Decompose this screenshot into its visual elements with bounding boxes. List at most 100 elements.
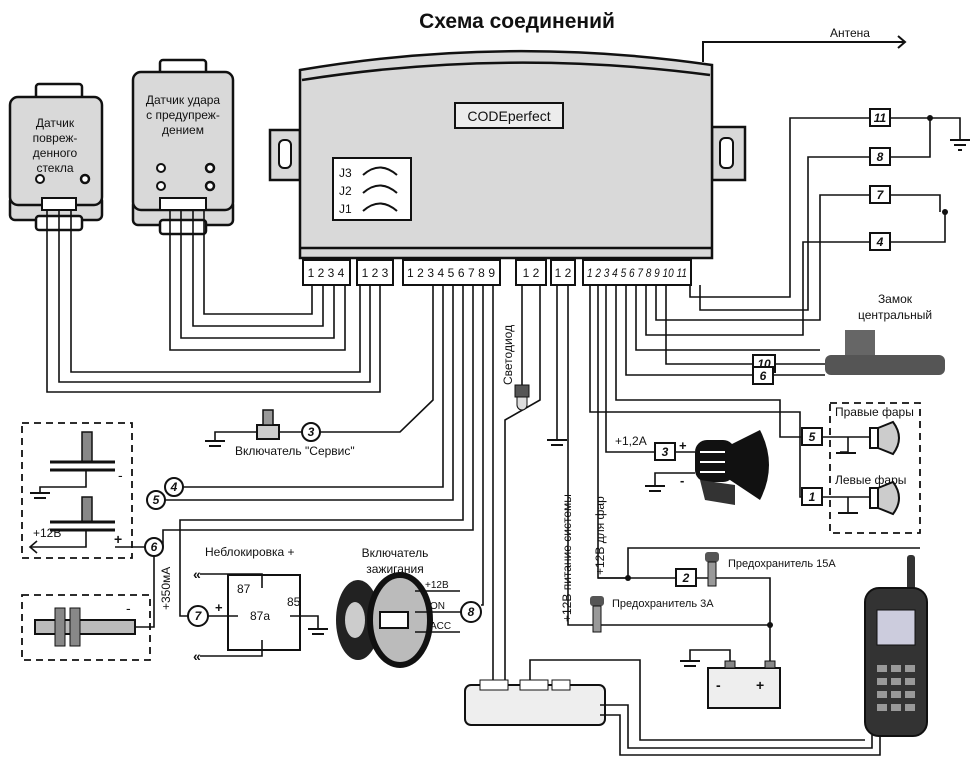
svg-text:дением: дением (162, 123, 204, 137)
diagram-title: Схема соединений (419, 10, 615, 33)
svg-text:+: + (215, 600, 223, 615)
svg-text:1: 1 (809, 490, 816, 504)
svg-text:7: 7 (877, 188, 885, 202)
ignition-switch: Включатель зажигания +12В ON ACC (336, 546, 461, 668)
svg-text:5: 5 (809, 430, 816, 444)
svg-text:Включатель: Включатель (362, 546, 429, 560)
svg-text:Замок: Замок (878, 292, 913, 306)
svg-text:-: - (118, 467, 123, 483)
jumper-j1: J1 (339, 202, 398, 216)
right-headlight-icon (822, 420, 900, 456)
wire-box-2: 2 (675, 568, 697, 587)
svg-text:87a: 87a (250, 609, 270, 623)
right-lights-label: Правые фары (835, 405, 914, 419)
svg-text:стекла: стекла (36, 161, 73, 175)
connector-2-pins: 1 2 3 (362, 266, 389, 280)
svg-text:11: 11 (874, 111, 887, 125)
door-switches: - +12В + (21, 422, 145, 559)
fuse-15a-icon (705, 552, 719, 587)
central-lock: Замок центральный (773, 292, 945, 376)
svg-text:85: 85 (287, 595, 301, 609)
svg-text:повреж-: повреж- (33, 131, 78, 145)
svg-text:+1,2А: +1,2А (615, 434, 647, 448)
immobilizer-relay: Неблокировка + 87 87a 85 + « « (193, 545, 328, 664)
wire-box-7: 7 (869, 185, 891, 204)
svg-text:8: 8 (877, 150, 884, 164)
brand-plate (454, 102, 564, 129)
battery-icon: - + (680, 649, 781, 709)
svg-text:3: 3 (662, 445, 669, 459)
svg-text:-: - (716, 677, 721, 693)
svg-text:8: 8 (468, 605, 475, 619)
led: Светодиод (501, 325, 567, 446)
svg-text:зажигания: зажигания (366, 562, 424, 576)
wire-circle-3: 3 (301, 422, 321, 442)
current-350-label: +350мА (159, 567, 173, 610)
svg-text:+: + (679, 438, 687, 453)
power-circuit: Предохранитель 15А Предохранитель 3А - + (590, 547, 920, 709)
power-lights-label: +12В для фар (593, 496, 607, 575)
siren: +1,2А + - (615, 430, 769, 505)
immobilizer-label: Неблокировка + (205, 545, 295, 559)
antenna: Антена (702, 26, 907, 62)
wire-circle-6: 6 (144, 537, 164, 557)
connector-3-pins: 1 2 3 4 5 6 7 8 9 (407, 266, 495, 280)
led-label: Светодиод (501, 325, 515, 385)
connector-1-pins: 1 2 3 4 (308, 266, 345, 280)
svg-text:ON: ON (430, 601, 445, 612)
connector-6-pins: 1 2 3 4 5 6 7 8 9 10 11 (587, 266, 687, 280)
fuse-3a-label: Предохранитель 3А (612, 598, 714, 610)
svg-text:J1: J1 (339, 202, 352, 216)
svg-text:3: 3 (308, 425, 315, 439)
connectors: 1 2 3 4 1 2 3 1 2 3 4 5 6 7 8 9 1 2 1 2 … (302, 259, 692, 286)
wire-box-5: 5 (801, 427, 823, 446)
wire-number-circles: 3 4 5 6 7 8 (144, 422, 482, 627)
sensor-wires (46, 210, 381, 393)
svg-text:6: 6 (151, 540, 158, 554)
svg-text:Датчик: Датчик (36, 116, 75, 130)
wire-circle-8: 8 (460, 601, 482, 623)
svg-text:4: 4 (170, 480, 178, 494)
svg-text:«: « (193, 566, 201, 582)
antenna-label: Антена (830, 26, 870, 40)
main-unit: CODEperfect J3 J2 J1 (268, 49, 747, 260)
wire-box-3: 3 (654, 442, 676, 461)
left-headlight-icon (822, 480, 900, 516)
svg-text:5: 5 (153, 493, 160, 507)
connector-5-pins: 1 2 (555, 266, 572, 280)
jumper-j2: J2 (339, 184, 398, 198)
wire-circle-5: 5 (146, 490, 166, 510)
wire-box-8: 8 (869, 147, 891, 166)
svg-text:2: 2 (682, 571, 690, 585)
hood-actuator: - +350мА (21, 556, 173, 661)
wire-box-1: 1 (801, 487, 823, 506)
glass-sensor: Датчик повреж- денного стекла (8, 82, 104, 232)
fuse-15a-label: Предохранитель 15А (728, 558, 836, 570)
svg-text:ACC: ACC (430, 621, 451, 632)
connector-4-pins: 1 2 (523, 266, 540, 280)
wire-circle-4: 4 (164, 477, 184, 497)
svg-text:Датчик удара: Датчик удара (146, 93, 221, 107)
mobile-phone-icon (864, 555, 928, 737)
wire-box-4: 4 (869, 232, 891, 251)
svg-text:«: « (193, 648, 201, 664)
svg-text:-: - (126, 600, 131, 616)
shock-sensor: Датчик удара с предупреж- дением (131, 58, 235, 236)
wire-box-11: 11 (869, 108, 891, 127)
service-switch: Включатель "Сервис" (205, 409, 355, 458)
brand-label: CODEperfect (467, 108, 550, 124)
svg-text:J2: J2 (339, 184, 352, 198)
wire-box-6: 6 (752, 366, 774, 385)
svg-text:с предупреж-: с предупреж- (146, 108, 220, 122)
power-system-label: +12В питание системы (560, 494, 574, 622)
svg-text:денного: денного (33, 146, 78, 160)
svg-text:4: 4 (876, 235, 884, 249)
fuse-3a-icon (590, 596, 604, 633)
wire-circle-7: 7 (187, 605, 209, 627)
wire-number-boxes: 11 8 7 4 10 6 5 3 1 2 (654, 108, 891, 587)
svg-text:+: + (114, 531, 122, 547)
gsm-module (464, 659, 881, 756)
svg-text:7: 7 (195, 609, 203, 623)
svg-text:J3: J3 (339, 166, 352, 180)
